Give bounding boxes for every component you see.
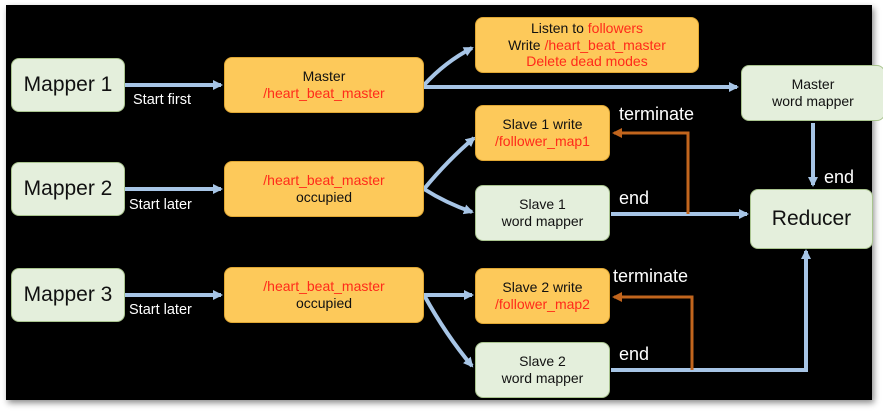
terminate-arrow-slave1 [612,128,690,214]
slave-2-write-title: Slave 2 write [502,278,583,295]
master-tasks-followers: followers [587,19,644,36]
arrow-master-to-tasks [422,46,474,87]
label-start-later-3: Start later [129,302,192,318]
arrow-occupied2-to-slave1-mapper [422,187,474,215]
slave-2-mapper-subtitle: word mapper [501,370,584,386]
occupied-3-path: /heart_beat_master [263,277,385,294]
label-end-slave1: end [619,188,650,208]
master-tasks-path: /heart_beat_master [544,36,666,53]
arrow-occupied3-to-slave2-mapper [422,294,474,368]
master-word-mapper-node: Master word mapper [741,65,883,121]
master-tasks-line-3: Delete dead modes [526,53,648,70]
mapper-2-label: Mapper 2 [23,176,113,200]
terminate-arrow-slave2 [612,292,694,370]
slave-1-write-title: Slave 1 write [502,115,583,132]
mapper-3-label: Mapper 3 [23,282,113,306]
reducer-node: Reducer [750,189,873,249]
master-tasks-listen-prefix: Listen to [530,19,588,36]
master-node: Master /heart_beat_master [224,57,424,113]
master-tasks-write-prefix: Write [508,36,545,53]
slave-1-mapper-node: Slave 1 word mapper [475,185,610,241]
occupied-2-status: occupied [295,189,353,205]
occupied-node-3: /heart_beat_master occupied [224,267,424,323]
master-tasks-line-2: Write /heart_beat_master [508,37,666,54]
arrow-occupied2-to-slave1-write [422,136,476,191]
occupied-3-status: occupied [295,295,353,311]
master-mapper-subtitle: word mapper [772,93,854,109]
master-tasks-line-1: Listen to followers [531,20,643,37]
mapper-1-label: Mapper 1 [23,72,113,96]
slave-2-mapper-title: Slave 2 [519,352,566,369]
label-terminate-2: terminate [613,266,689,286]
slave-2-write-node: Slave 2 write /follower_map2 [475,268,610,324]
slave-2-write-path: /follower_map2 [495,296,590,312]
label-end-slave2: end [619,344,650,364]
label-start-later-2: Start later [129,197,192,213]
mapper-1-node: Mapper 1 [11,58,125,112]
occupied-2-path: /heart_beat_master [263,171,385,188]
arrow-slave2-mapper-to-reducer [611,249,811,372]
label-terminate-1: terminate [619,104,695,124]
label-start-first: Start first [133,92,192,108]
mapper-2-node: Mapper 2 [11,162,125,216]
master-path: /heart_beat_master [263,85,385,101]
mapper-3-node: Mapper 3 [11,268,125,322]
slave-1-mapper-title: Slave 1 [519,195,566,212]
master-title: Master [302,67,346,84]
slave-1-write-node: Slave 1 write /follower_map1 [475,105,610,161]
slave-1-mapper-subtitle: word mapper [501,213,584,229]
slave-2-mapper-node: Slave 2 word mapper [475,342,610,398]
slave-1-write-path: /follower_map1 [495,133,590,149]
label-end-master: end [824,167,855,187]
master-mapper-title: Master [791,75,835,92]
master-tasks-node: Listen to followers Write /heart_beat_ma… [475,17,699,73]
reducer-label: Reducer [771,206,852,230]
occupied-node-2: /heart_beat_master occupied [224,161,424,217]
